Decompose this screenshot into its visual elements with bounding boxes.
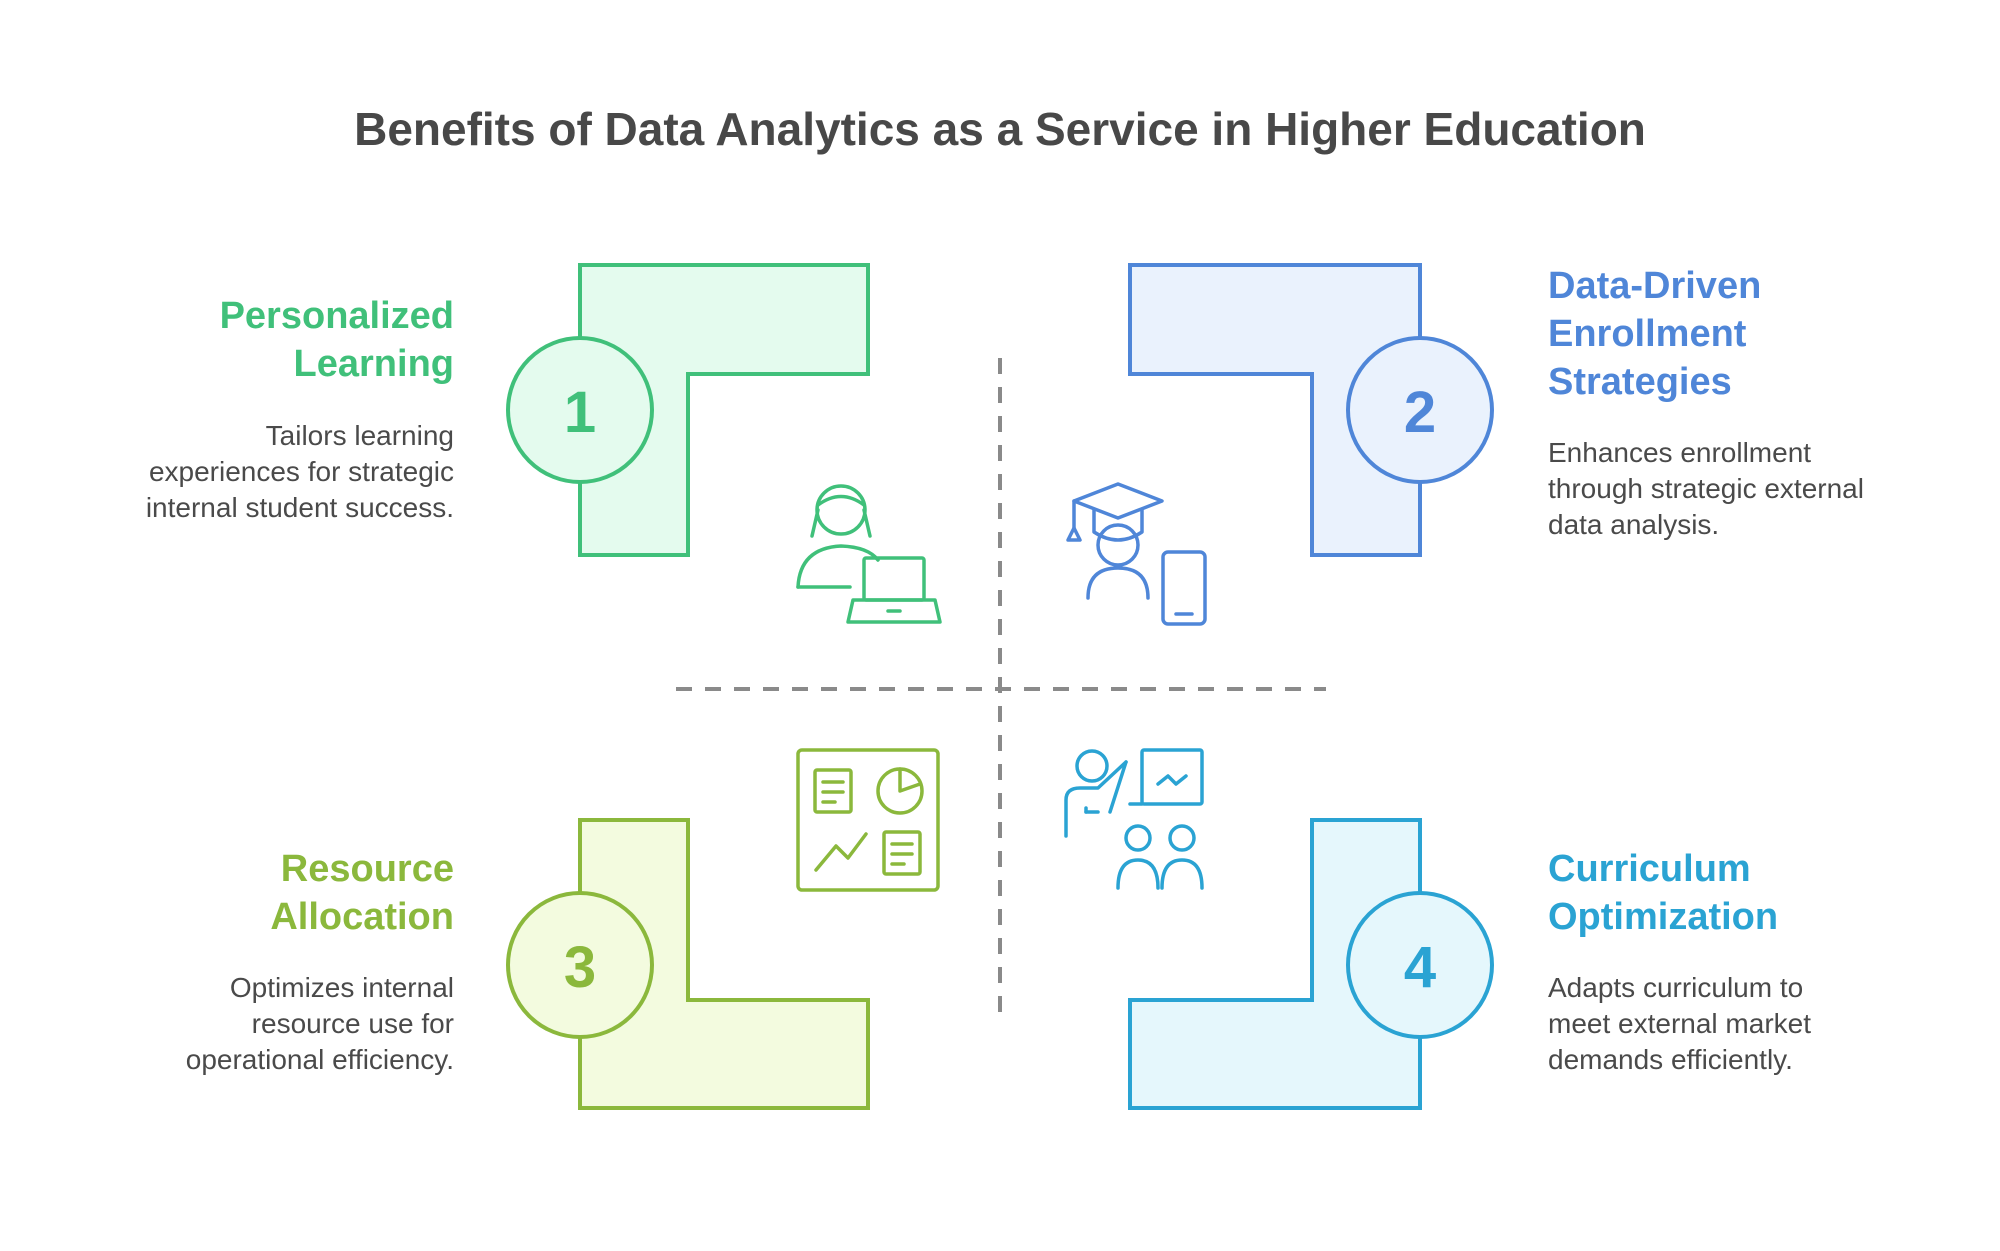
quadrant-2-description: Enhances enrollment through strategic ex…: [1548, 437, 1864, 540]
quadrant-4-number: 4: [1404, 935, 1436, 1000]
quadrant-1-shape: [578, 263, 870, 557]
quadrant-1-description: Tailors learning experiences for strateg…: [145, 420, 454, 523]
quadrant-4-heading: Curriculum Optimization: [1548, 848, 1779, 938]
quadrant-1-circle: [506, 336, 654, 484]
quadrant-1-heading: Personalized Learning: [219, 295, 454, 385]
teacher-presentation-icon: [1064, 748, 1204, 890]
quadrant-2-circle: [1346, 336, 1494, 484]
quadrant-2-heading: Data-Driven Enrollment Strategies: [1548, 265, 1762, 403]
dashboard-icon: [796, 748, 940, 892]
quadrant-3-number: 3: [564, 935, 596, 1000]
quadrant-3-circle: [506, 891, 654, 1039]
quadrant-4-description: Adapts curriculum to meet external marke…: [1548, 972, 1811, 1075]
quadrant-3-heading: Resource Allocation: [270, 848, 454, 938]
page-title: Benefits of Data Analytics as a Service …: [354, 103, 1646, 155]
quadrant-3-description: Optimizes internal resource use for oper…: [185, 972, 454, 1075]
quadrant-1-number: 1: [564, 380, 596, 445]
quadrant-2-shape: [1128, 263, 1422, 557]
quadrant-4-shape: [1128, 818, 1422, 1110]
graduate-phone-icon: [1066, 482, 1207, 626]
quadrant-2-number: 2: [1404, 380, 1436, 445]
quadrant-3-shape: [578, 818, 870, 1110]
student-laptop-icon: [796, 484, 942, 624]
quadrant-4-circle: [1346, 891, 1494, 1039]
